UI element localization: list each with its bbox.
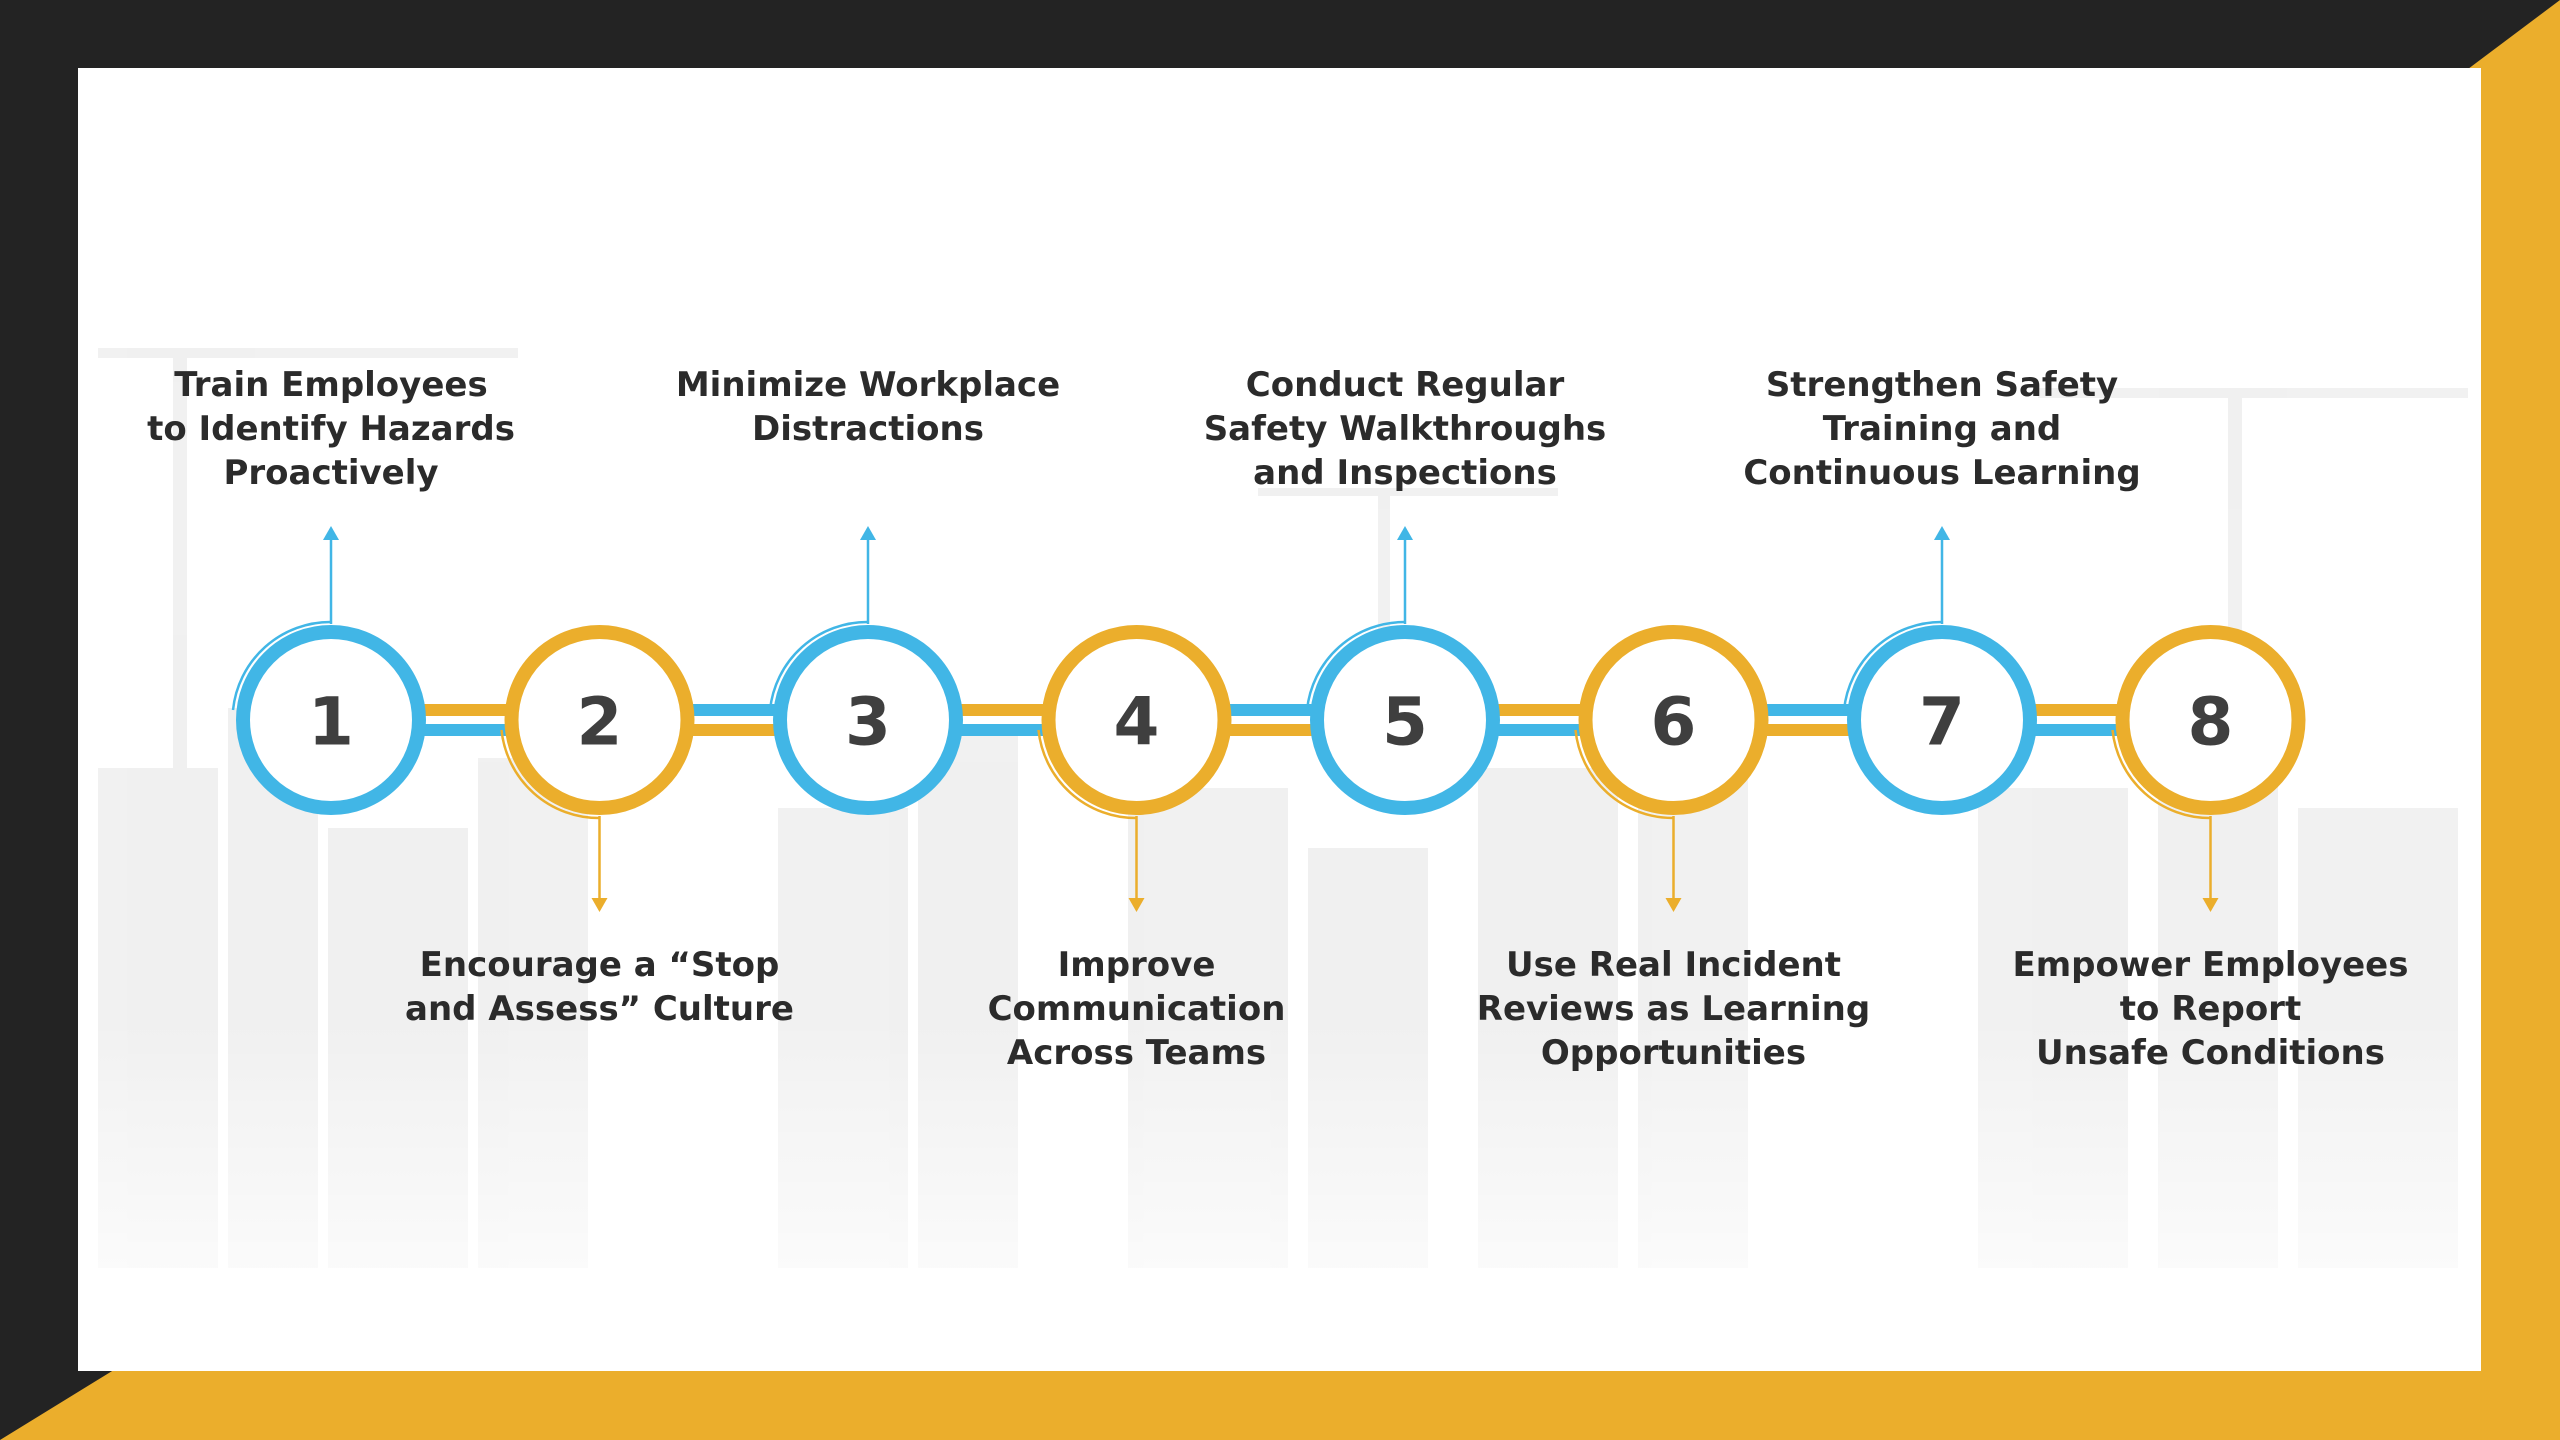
step-circle-3 [773,625,963,815]
construction-skyline-watermark [78,348,2481,1371]
step-circle-7 [1847,625,2037,815]
step-label-6: Use Real Incident Reviews as Learning Op… [1476,945,1871,1073]
step-arrow-head-1 [323,526,339,540]
step-accent-arc-8 [2111,729,2211,820]
step-label-8: Empower Employees to Report Unsafe Condi… [2012,945,2409,1073]
step-label-2: Encourage a “Stop and Assess” Culture [405,945,794,1029]
content-card: 1 2 3 4 5 6 7 8 Train Employees to Identify Haz… [78,68,2481,1371]
step-arrow-head-8 [2202,898,2219,912]
step-label-1: Train Employees to Identify Hazards Proa… [147,365,515,493]
step-arrow-head-5 [1397,526,1413,540]
step-label-5: Conduct Regular Safety Walkthroughs and … [1203,365,1607,493]
step-arrow-head-2 [591,898,608,912]
step-number-5: 5 [1382,684,1428,761]
step-accent-arc-5 [1305,620,1406,711]
step-circle-2 [504,625,695,815]
step-accent-arc-2 [500,729,600,820]
step-circle-8 [2115,625,2306,815]
step-number-4: 4 [1114,684,1160,761]
gold-corner-bottom-left [0,1360,2560,1440]
step-circle-6 [1578,625,1769,815]
step-label-7: Strengthen Safety Training and Continuou… [1743,365,2141,493]
step-arrow-head-7 [1934,526,1950,540]
step-circle-1 [236,625,426,815]
step-accent-arc-3 [768,620,869,711]
step-label-4: Improve Communication Across Teams [987,945,1286,1073]
timeline-diagram: 1 2 3 4 5 6 7 8 [231,526,2306,912]
step-accent-arc-4 [1037,729,1137,820]
step-accent-arc-7 [1842,620,1943,711]
step-number-1: 1 [308,684,354,761]
step-number-8: 8 [2188,684,2234,761]
step-accent-arc-1 [231,620,332,711]
step-label-3: Minimize Workplace Distractions [675,365,1061,449]
step-arrow-head-3 [860,526,876,540]
step-arrow-head-6 [1665,898,1682,912]
step-number-6: 6 [1651,684,1697,761]
step-circle-5 [1310,625,1500,815]
step-number-3: 3 [845,684,891,761]
step-arrow-head-4 [1128,898,1145,912]
step-circle-4 [1041,625,1232,815]
step-number-7: 7 [1919,684,1965,761]
step-number-2: 2 [577,684,623,761]
step-accent-arc-6 [1574,729,1674,820]
